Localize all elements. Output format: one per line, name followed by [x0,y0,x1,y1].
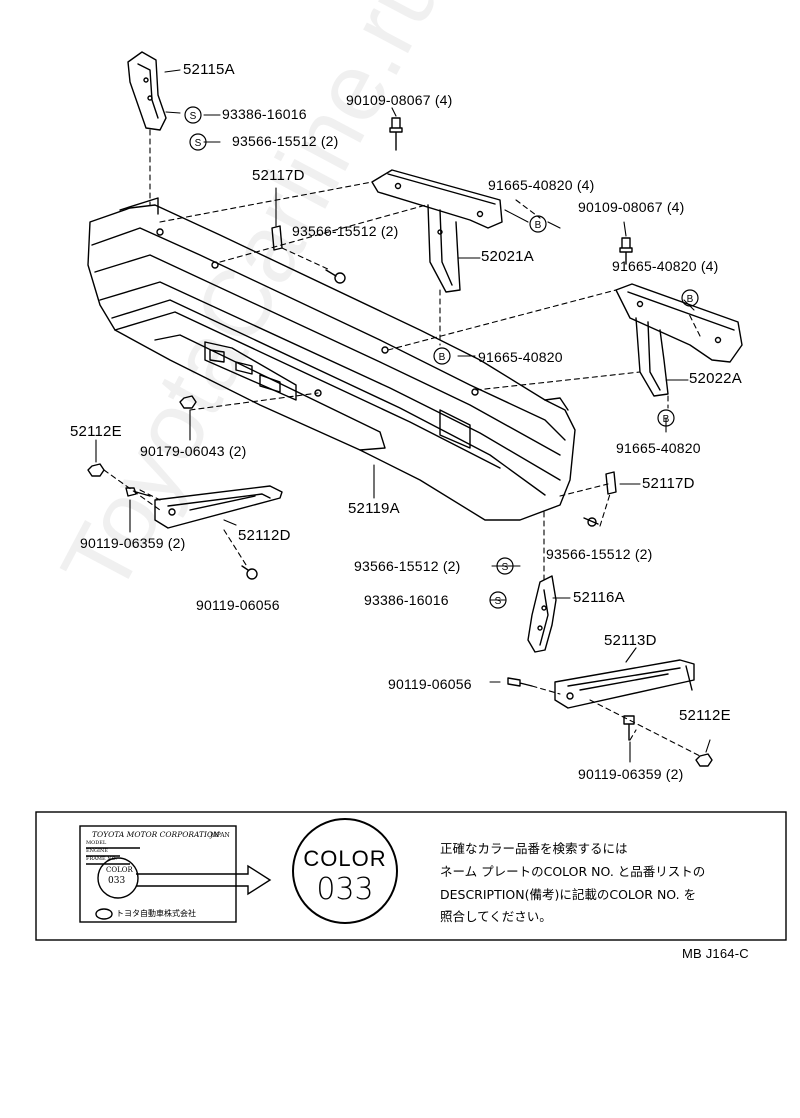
label-52113D: 52113D [604,632,657,649]
notice-box [35,811,787,941]
s-symbol-4 [489,591,507,609]
bolt-90109-b [619,237,633,265]
retainer-52113D [554,659,695,709]
b-letter-4: B [663,414,670,425]
symbol-circles [184,106,699,609]
b-symbol-1 [529,215,547,233]
bolt-90119-06359-right [623,715,635,741]
label-93386-low: 93386-16016 [364,592,449,608]
bracket-52116A [527,575,557,653]
nut-52112E-left [87,463,105,477]
s-letter-1: S [190,111,197,122]
label-90119-06056-left: 90119-06056 [196,597,280,613]
plate-color-small: COLOR [106,866,133,874]
dashed-guide-lines [103,129,701,757]
label-52117D-top: 52117D [252,167,305,184]
plate-country: JAPAN [210,832,230,839]
plate-row-engine: ENGINE [86,848,109,854]
bumper-cover-52119A [87,197,576,521]
s-letter-3: S [502,562,509,573]
label-91665-b: 91665-40820 (4) [612,258,719,274]
screw-93566-right [583,517,599,527]
reinforcement-52021A [371,169,503,293]
note-line-3: DESCRIPTION(備考)に記載のCOLOR NO. を [440,887,697,902]
bolt-90119-06056-left [241,565,258,580]
plate-arrow [136,864,272,896]
s-letter-2: S [195,138,202,149]
label-52116A: 52116A [573,589,625,606]
label-93566-top: 93566-15512 (2) [232,133,339,149]
s-symbol-3 [496,557,514,575]
b-symbol-3 [433,347,451,365]
b-letter-1: B [535,220,542,231]
label-91665-a: 91665-40820 (4) [488,177,595,193]
color-badge: COLOR 033 [292,818,398,924]
b-letter-3: B [439,352,446,363]
s-letter-4: S [495,596,502,607]
note-line-1: 正確なカラー品番を検索するには [440,841,628,856]
label-91665-d: 91665-40820 [616,440,701,456]
label-52117D-right: 52117D [642,475,695,492]
label-52021A: 52021A [481,248,534,265]
label-90109-a: 90109-08067 (4) [346,92,453,108]
retainer-52112D [154,485,283,529]
label-52112E-right: 52112E [679,707,731,724]
plate-row-frame: FRAME NO. [86,856,117,862]
nut-52112E-right [695,753,713,767]
label-93566-low: 93566-15512 (2) [354,558,461,574]
note-line-4: 照合してください。 [440,909,552,924]
plate-color-circle [97,857,139,899]
b-letter-2: B [687,294,694,305]
note-line-2: ネーム プレートのCOLOR NO. と品番リストの [440,864,706,879]
bracket-52115A [127,51,167,131]
label-93566-mid: 93566-15512 (2) [292,223,399,239]
reinforcement-52022A [615,283,743,397]
label-52112D: 52112D [238,527,291,544]
label-90119-06359-left: 90119-06359 (2) [80,535,186,551]
label-52115A: 52115A [183,61,235,78]
leader-lines [95,69,711,763]
plate-row-model: MODEL [86,840,107,846]
color-badge-number: 033 [316,872,374,907]
bolt-90119-06359-left [125,487,151,497]
label-91665-c: 91665-40820 [478,349,563,365]
label-93386-top: 93386-16016 [222,106,307,122]
label-52119A: 52119A [348,500,400,517]
plate-color-number: 033 [108,876,126,886]
label-52022A: 52022A [689,370,742,387]
label-93566-right: 93566-15512 (2) [546,546,653,562]
color-badge-label: COLOR [303,846,387,871]
label-90119-06359-right: 90119-06359 (2) [578,766,684,782]
s-symbol-1 [184,106,202,124]
clip-52117D-right [605,471,617,495]
bolt-90119-06056-right [507,677,533,687]
b-symbol-2 [681,289,699,307]
label-90109-b: 90109-08067 (4) [578,199,685,215]
plate-company: トヨタ自動車株式会社 [116,909,196,918]
bolt-90109-a [389,117,403,151]
plate-maker: TOYOTA MOTOR CORPORATION [92,830,220,839]
b-symbol-4 [657,409,675,427]
nut-90179 [179,395,197,409]
screw-93566-mid [325,269,346,284]
label-90179: 90179-06043 (2) [140,443,247,459]
label-90119-06056-right: 90119-06056 [388,676,472,692]
s-symbol-2 [189,133,207,151]
diagram-code: MB J164-C [682,946,749,961]
label-52112E-left: 52112E [70,423,122,440]
